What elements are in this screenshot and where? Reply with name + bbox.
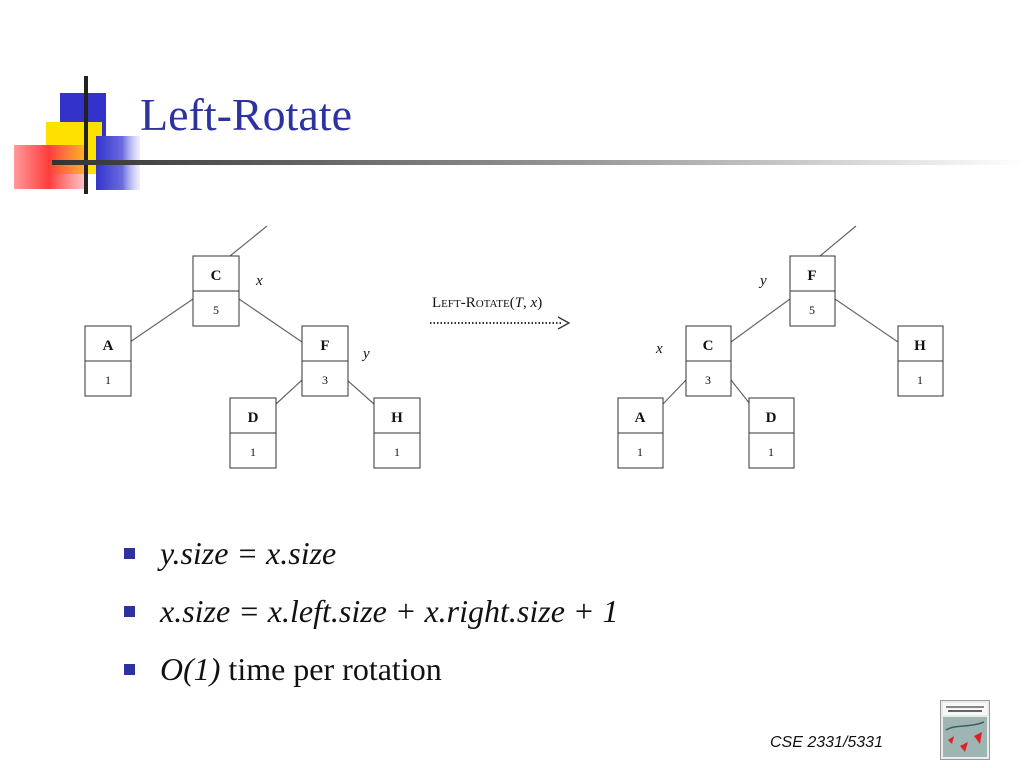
bullet-marker — [124, 548, 135, 559]
edge-before-c-a — [129, 298, 194, 343]
node-name: C — [703, 338, 714, 354]
course-footer: CSE 2331/5331 — [770, 734, 883, 751]
bullet-math: O(1) — [160, 651, 221, 687]
edge-after-parent-f — [819, 225, 857, 257]
node-name: H — [391, 410, 403, 426]
tree-node: F 5 — [789, 255, 836, 327]
tree-node: H 1 — [373, 397, 421, 469]
node-size: 3 — [705, 373, 711, 387]
node-name: D — [766, 410, 777, 426]
deco-red-bar — [14, 145, 84, 189]
tree-node: A 1 — [84, 325, 132, 397]
label-y-after: y — [758, 273, 767, 289]
node-name: H — [914, 338, 926, 354]
node-name: A — [635, 410, 646, 426]
operation-label: LEFT-ROTATE(T, x) — [432, 295, 542, 311]
bullet-list: y.size = x.size x.size = x.left.size + x… — [120, 528, 619, 702]
edge-before-parent-c — [229, 225, 268, 257]
edge-before-f-h — [346, 379, 375, 405]
node-size: 1 — [768, 445, 774, 459]
node-size: 1 — [105, 373, 111, 387]
node-size: 1 — [637, 445, 643, 459]
title-decoration — [14, 76, 1024, 194]
bullet-math: y.size = x.size — [160, 535, 337, 571]
node-size: 5 — [213, 303, 219, 317]
label-y-before: y — [361, 346, 370, 362]
node-name: F — [320, 338, 329, 354]
node-size: 5 — [809, 303, 815, 317]
node-name: D — [248, 410, 259, 426]
title-underline — [52, 160, 1024, 165]
edge-after-c-a — [662, 379, 687, 405]
node-size: 1 — [917, 373, 923, 387]
tree-node: C 5 — [192, 255, 240, 327]
tree-node: C 3 — [685, 325, 732, 397]
tree-node: A 1 — [617, 397, 664, 469]
deco-vertical-line — [84, 76, 88, 194]
node-name: F — [807, 268, 816, 284]
bullet-math: x.size = x.left.size + x.right.size + 1 — [160, 593, 619, 629]
node-size: 3 — [322, 373, 328, 387]
node-name: A — [103, 338, 114, 354]
node-size: 1 — [250, 445, 256, 459]
tree-node: D 1 — [748, 397, 795, 469]
edge-after-f-c — [730, 298, 791, 343]
label-x-after: x — [655, 341, 663, 357]
bullet-text: time per rotation — [220, 651, 442, 687]
bullet-marker — [124, 606, 135, 617]
slide-title: Left-Rotate — [140, 89, 353, 140]
node-name: C — [211, 268, 222, 284]
book-cover-icon — [940, 700, 990, 760]
edge-after-c-d — [730, 379, 751, 405]
edge-before-c-f — [238, 298, 303, 343]
edge-before-f-d — [275, 379, 303, 405]
edge-after-f-h — [834, 298, 899, 343]
rotation-diagram: C 5 A 1 F 3 D 1 H 1 x y LEFT-ROTATE(T, x… — [84, 225, 944, 469]
bullet-item: O(1) time per rotation — [120, 644, 619, 702]
tree-node: H 1 — [897, 325, 944, 397]
tree-node: F 3 — [301, 325, 349, 397]
bullet-item: y.size = x.size — [120, 528, 619, 586]
tree-node: D 1 — [229, 397, 277, 469]
bullet-marker — [124, 664, 135, 675]
bullet-item: x.size = x.left.size + x.right.size + 1 — [120, 586, 619, 644]
node-size: 1 — [394, 445, 400, 459]
label-x-before: x — [255, 273, 263, 289]
operation-arrowhead — [557, 316, 571, 330]
